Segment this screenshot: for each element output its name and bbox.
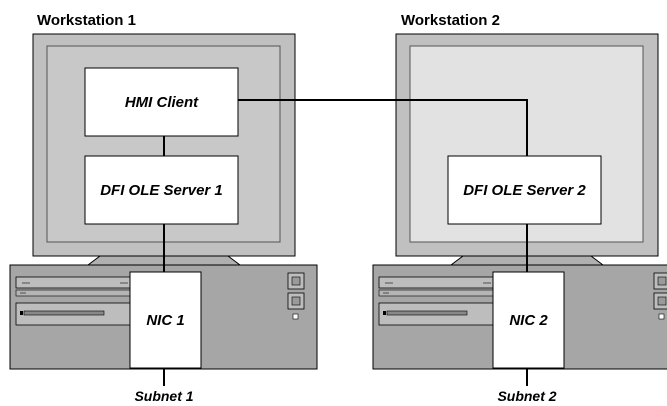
cd-drive-1 [15,276,133,289]
cd-drive-2 [378,276,496,289]
workstation-2-title: Workstation 2 [401,12,500,29]
nic-2-box [492,271,565,369]
workstation-1: Workstation 1 [9,12,318,404]
hmi-client-label: HMI Client [125,94,199,111]
dfi-ole-server-1-label: DFI OLE Server 1 [100,182,223,199]
dfi-ole-server-2-label: DFI OLE Server 2 [463,182,586,199]
nic-2-label: NIC 2 [509,312,548,329]
dfi-ole-server-2-box [447,155,602,225]
case-1-led [292,313,299,320]
dfi-ole-server-1-box [84,155,239,225]
case-2-led [658,313,665,320]
hmi-client-box [84,67,239,137]
nic-1-box [129,271,202,369]
link-client-server-2 [238,99,528,156]
workstation-1-title: Workstation 1 [37,12,136,29]
nic-1-label: NIC 1 [146,312,184,329]
subnet-1-label: Subnet 1 [134,388,193,404]
workstation-2: Workstation 2 DFI OLE Server [372,12,667,404]
subnet-2-label: Subnet 2 [497,388,556,404]
